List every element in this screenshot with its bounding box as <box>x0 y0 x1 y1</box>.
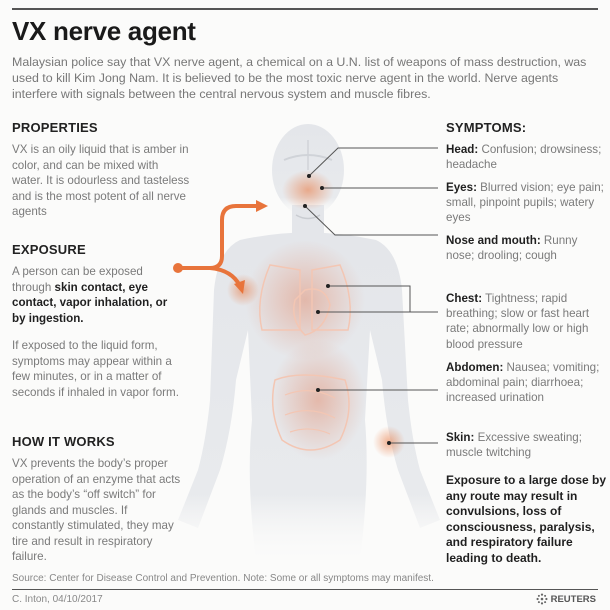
symptom-chest: Chest: Tightness; rapid breathing; slow … <box>446 291 606 352</box>
exposure-timing-text: If exposed to the liquid form, symptoms … <box>12 339 179 399</box>
symptom-skin: Skin: Excessive sweating; muscle twitchi… <box>446 430 606 460</box>
symptom-head: Head: Confusion; drowsiness; headache <box>446 142 606 172</box>
symptom-label: Eyes: <box>446 181 477 194</box>
intro-paragraph: Malaysian police say that VX nerve agent… <box>12 55 587 101</box>
symptom-label: Skin: <box>446 431 475 444</box>
reuters-logo: REUTERS <box>536 593 596 605</box>
exposure-text: A person can be exposed through skin con… <box>12 264 182 326</box>
exposure-text-lead: A person can be exposed through <box>12 265 143 294</box>
bottom-rule <box>12 589 598 590</box>
symptom-label: Nose and mouth: <box>446 234 541 247</box>
symptom-text: Confusion; drowsiness; headache <box>446 143 602 172</box>
reuters-dot-logo-icon <box>536 593 548 605</box>
symptoms-heading: SYMPTOMS: <box>446 120 527 135</box>
page-title: VX nerve agent <box>12 16 196 46</box>
symptom-text: Nausea; vomiting; abdominal pain; diarrh… <box>446 361 600 405</box>
symptom-label: Chest: <box>446 292 483 305</box>
credit-line: C. Inton, 04/10/2017 <box>12 594 103 605</box>
symptom-abdomen: Abdomen: Nausea; vomiting; abdominal pai… <box>446 360 606 406</box>
how-it-works-heading: HOW IT WORKS <box>12 434 115 449</box>
brand-name: REUTERS <box>550 593 596 605</box>
symptom-label: Head: <box>446 143 479 156</box>
source-note: Source: Center for Disease Control and P… <box>12 573 434 584</box>
symptom-text: Blurred vision; eye pain; small, pinpoin… <box>446 181 604 225</box>
properties-heading: PROPERTIES <box>12 120 98 135</box>
top-rule <box>12 8 598 10</box>
body-silhouette <box>178 124 440 560</box>
exposure-routes: skin contact, eye contact, vapor inhalat… <box>12 280 168 325</box>
symptom-text: Excessive sweating; muscle twitching <box>446 431 582 460</box>
symptom-eyes: Eyes: Blurred vision; eye pain; small, p… <box>446 180 606 226</box>
leader-lines <box>304 147 438 444</box>
symptom-label: Abdomen: <box>446 361 504 374</box>
symptom-text: Runny nose; drooling; cough <box>446 234 578 263</box>
large-dose-warning: Exposure to a large dose by any route ma… <box>446 473 607 565</box>
how-it-works-text: VX prevents the body’s proper operation … <box>12 457 181 563</box>
symptom-text: Tightness; rapid breathing; slow or fast… <box>446 292 590 351</box>
exposure-heading: EXPOSURE <box>12 242 86 257</box>
properties-text: VX is an oily liquid that is amber in co… <box>12 143 190 218</box>
symptom-nose-mouth: Nose and mouth: Runny nose; drooling; co… <box>446 233 606 263</box>
